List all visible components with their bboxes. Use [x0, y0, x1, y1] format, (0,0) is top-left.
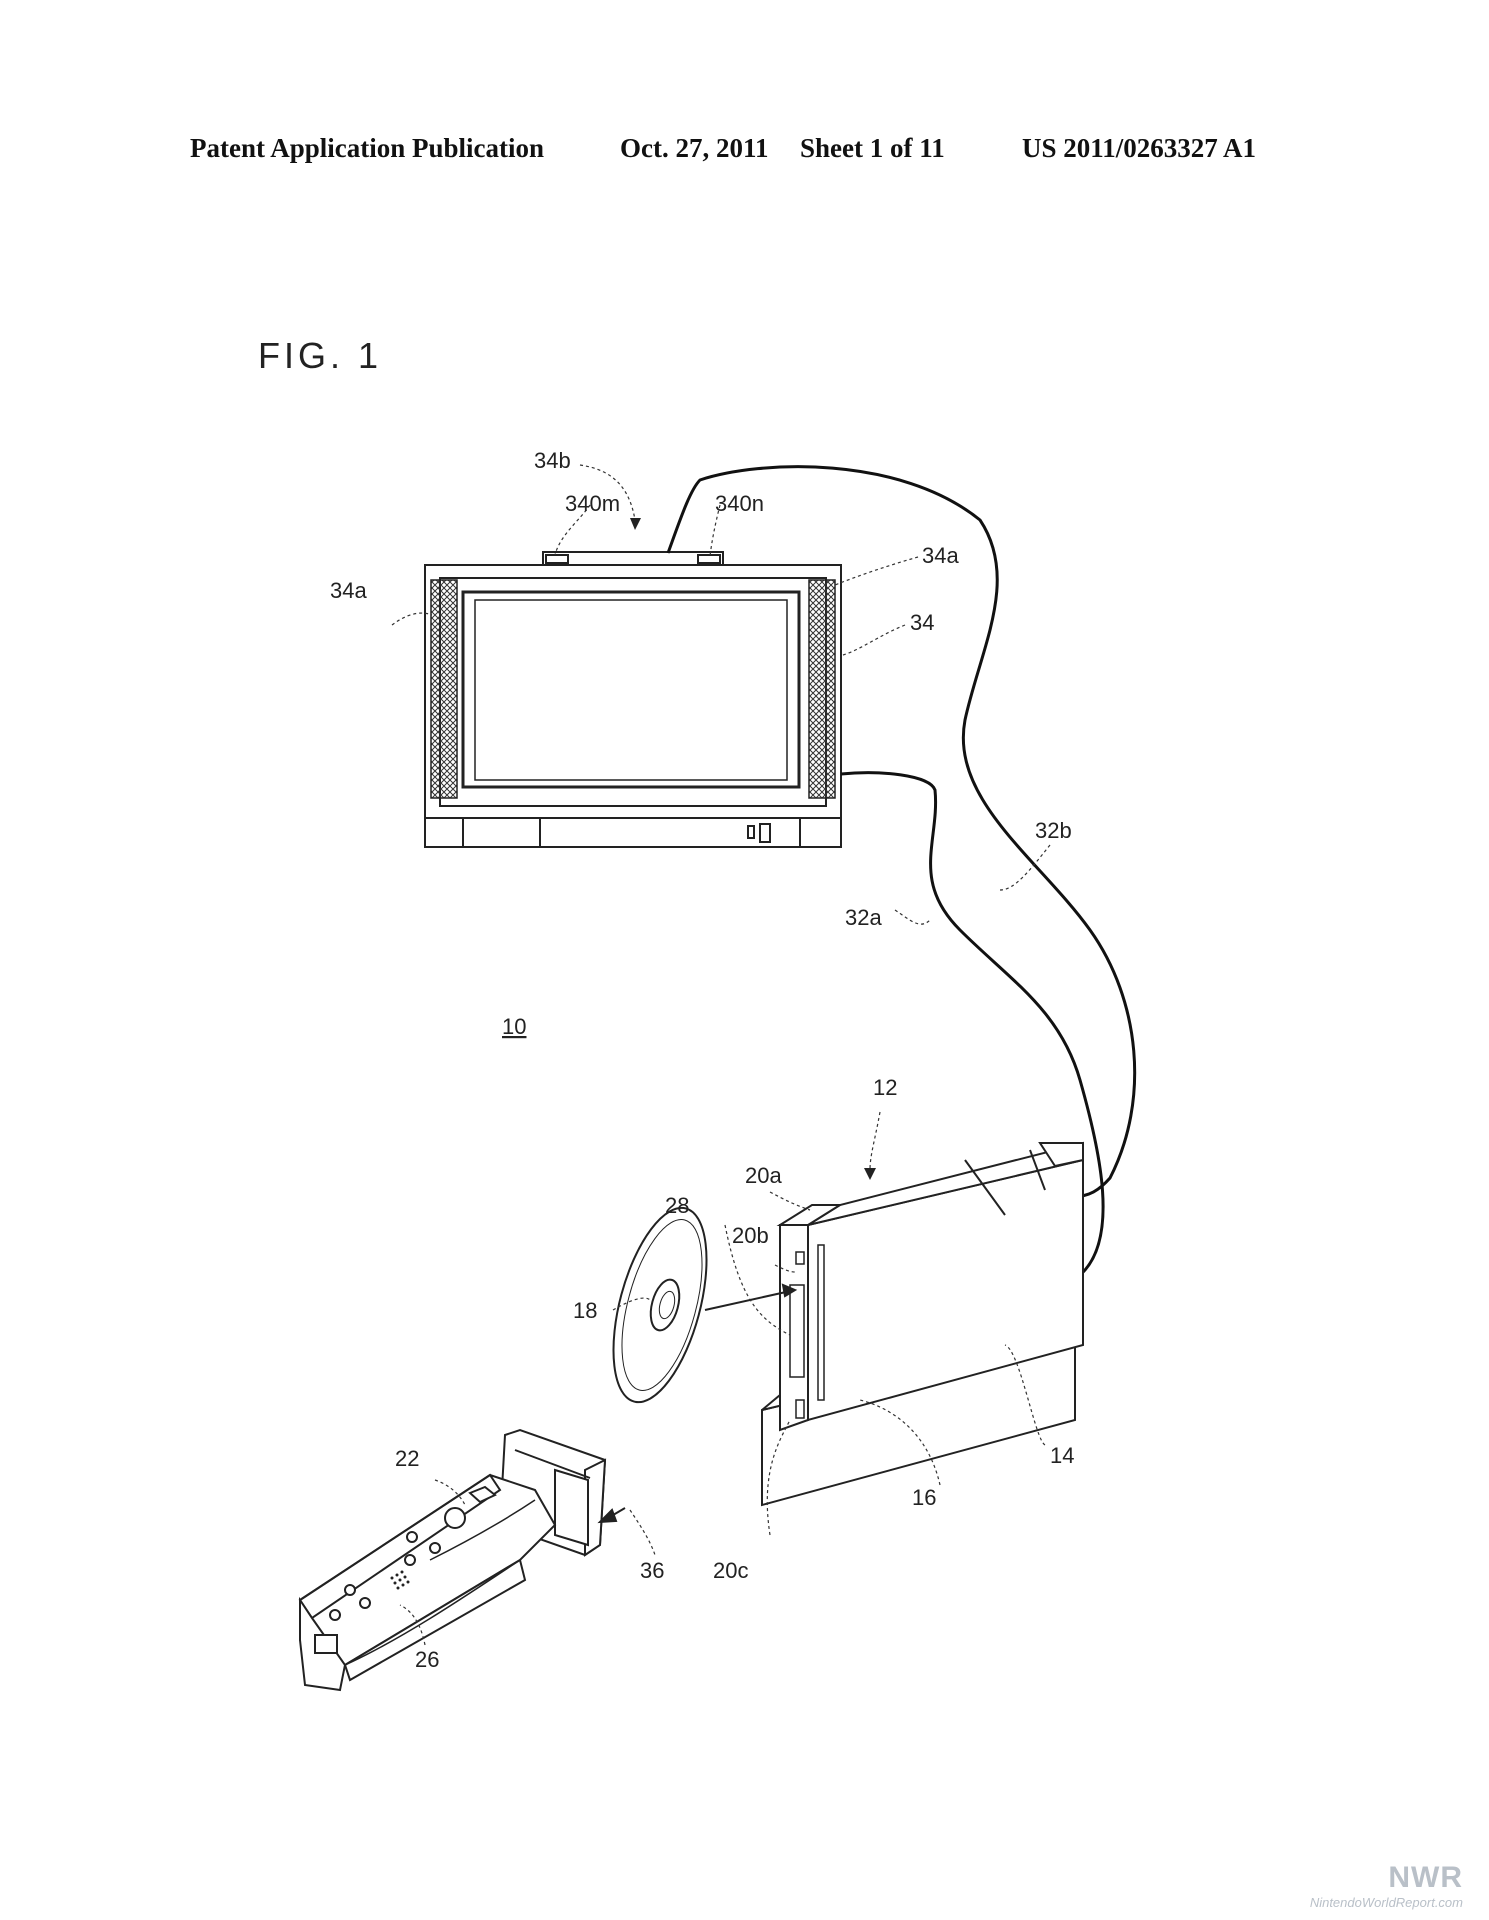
ref-20b: 20b [732, 1223, 769, 1248]
ref-20a: 20a [745, 1163, 782, 1188]
sheet-number: Sheet 1 of 11 [800, 133, 945, 163]
ref-32a: 32a [845, 905, 882, 930]
leader-lines [391, 464, 1051, 1646]
arrow-34b [630, 518, 641, 530]
cable-32b [666, 465, 1137, 1198]
arrow-12 [864, 1168, 876, 1180]
ref-20c: 20c [713, 1558, 748, 1583]
disc-slot [817, 1244, 825, 1401]
ref-34b: 34b [534, 448, 571, 473]
ref-32b: 32b [1035, 818, 1072, 843]
right-speaker [808, 579, 836, 799]
ref-18: 18 [573, 1298, 597, 1323]
watermark: NWR NintendoWorldReport.com [1310, 1861, 1463, 1910]
watermark-logo: NWR [1388, 1861, 1463, 1894]
ref-34a-right: 34a [922, 543, 959, 568]
left-speaker [430, 579, 458, 799]
television [424, 551, 842, 848]
ref-340m: 340m [565, 491, 620, 516]
ref-10: 10 [502, 1014, 526, 1039]
ref-22: 22 [395, 1446, 419, 1471]
ref-34: 34 [910, 610, 934, 635]
ref-34a-left: 34a [330, 578, 367, 603]
ref-340n: 340n [715, 491, 764, 516]
publication-number: US 2011/0263327 A1 [1022, 133, 1257, 163]
remote-controller [298, 1428, 626, 1692]
watermark-site: NintendoWorldReport.com [1309, 1895, 1463, 1910]
publication-date: Oct. 27, 2011 [620, 133, 769, 163]
game-console [761, 1141, 1084, 1507]
sensor-bar [542, 551, 724, 566]
publication-type: Patent Application Publication [190, 133, 545, 163]
ref-12: 12 [873, 1075, 897, 1100]
cable-32a [840, 771, 1105, 1277]
ref-14: 14 [1050, 1443, 1074, 1468]
optical-disc [612, 1206, 798, 1404]
ref-28: 28 [665, 1193, 689, 1218]
ref-36: 36 [640, 1558, 664, 1583]
cables [666, 465, 1137, 1277]
ref-26: 26 [415, 1647, 439, 1672]
ref-16: 16 [912, 1485, 936, 1510]
figure-title: FIG. 1 [258, 335, 382, 376]
